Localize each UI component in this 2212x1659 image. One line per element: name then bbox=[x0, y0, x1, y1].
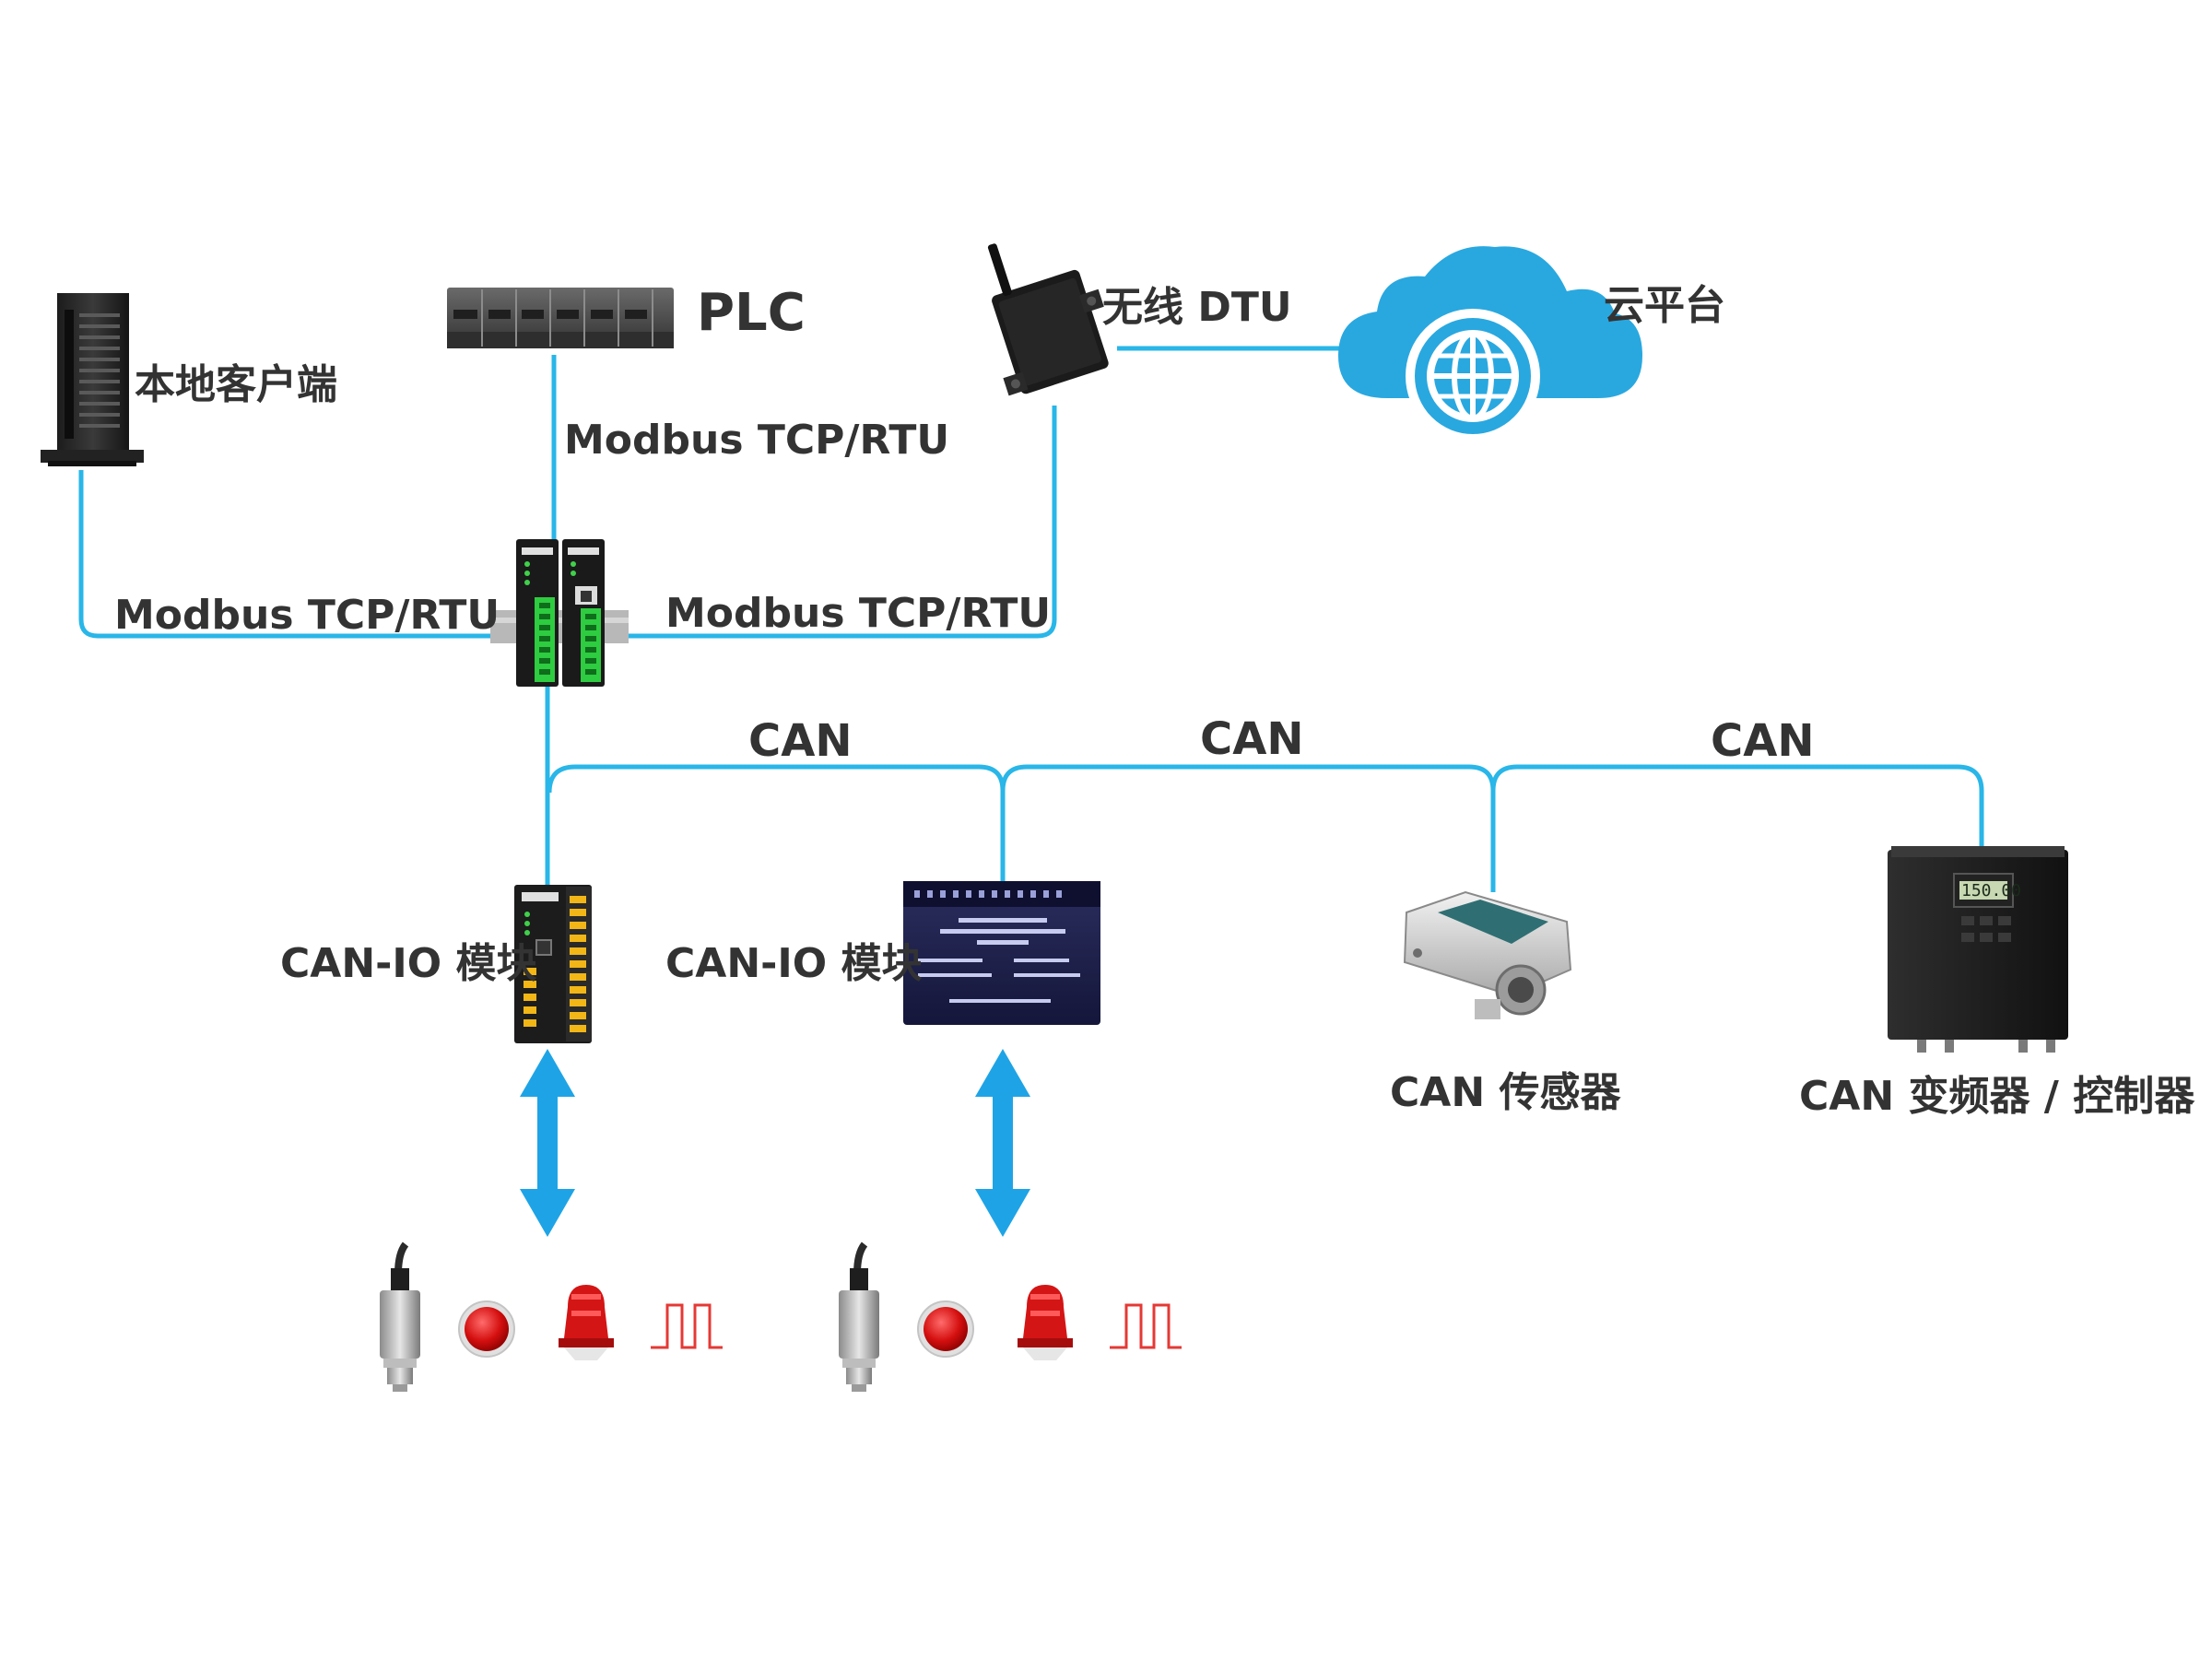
field-devices-1 bbox=[380, 1241, 723, 1392]
label-canio-2: CAN-IO 模块 bbox=[665, 940, 923, 987]
pulse-signal-icon bbox=[651, 1303, 723, 1349]
red-button-icon bbox=[458, 1300, 515, 1358]
label-can-inverter: CAN 变频器 / 控制器 bbox=[1799, 1073, 2195, 1120]
tower-server-icon bbox=[41, 293, 144, 466]
pulse-signal-icon bbox=[1110, 1303, 1182, 1349]
field-devices-2 bbox=[839, 1241, 1182, 1392]
label-dtu: 无线 DTU bbox=[1102, 284, 1292, 331]
link-gateway-dtu bbox=[616, 406, 1057, 639]
cloud-globe-icon bbox=[1338, 246, 1642, 443]
can-bus-trunk bbox=[547, 764, 1984, 848]
label-can-3: CAN bbox=[1711, 715, 1815, 767]
inclinometer-sensor-icon bbox=[1403, 890, 1572, 1019]
label-link-client-gateway: Modbus TCP/RTU bbox=[114, 592, 500, 639]
connection-lines bbox=[78, 346, 1984, 892]
alarm-light-icon bbox=[1018, 1285, 1073, 1360]
inverter-icon bbox=[1888, 846, 2068, 1053]
label-link-plc-gateway: Modbus TCP/RTU bbox=[564, 417, 950, 464]
gateway-module-icon bbox=[490, 539, 629, 687]
label-can-1: CAN bbox=[748, 715, 853, 767]
label-local-client: 本地客户端 bbox=[135, 361, 337, 408]
label-can-sensor: CAN 传感器 bbox=[1390, 1069, 1621, 1116]
plc-rack-icon bbox=[447, 288, 674, 348]
label-plc: PLC bbox=[697, 283, 806, 343]
inverter-display-readout: 150.00 bbox=[1961, 881, 2022, 900]
dtu-antenna-icon bbox=[987, 243, 1109, 396]
link-client-gateway bbox=[78, 470, 498, 639]
distributed-io-box-icon bbox=[903, 881, 1100, 1025]
label-cloud: 云平台 bbox=[1604, 282, 1725, 329]
alarm-light-icon bbox=[559, 1285, 614, 1360]
label-can-2: CAN bbox=[1200, 713, 1304, 765]
red-button-icon bbox=[917, 1300, 974, 1358]
pressure-transmitter-icon bbox=[380, 1241, 420, 1392]
can-io-module-icon bbox=[514, 885, 592, 1043]
label-canio-1: CAN-IO 模块 bbox=[280, 940, 537, 987]
bidirectional-arrow-icon bbox=[975, 1049, 1030, 1237]
label-link-gateway-dtu: Modbus TCP/RTU bbox=[665, 590, 1052, 637]
bidirectional-arrow-icon bbox=[520, 1049, 575, 1237]
pressure-transmitter-icon bbox=[839, 1241, 879, 1392]
